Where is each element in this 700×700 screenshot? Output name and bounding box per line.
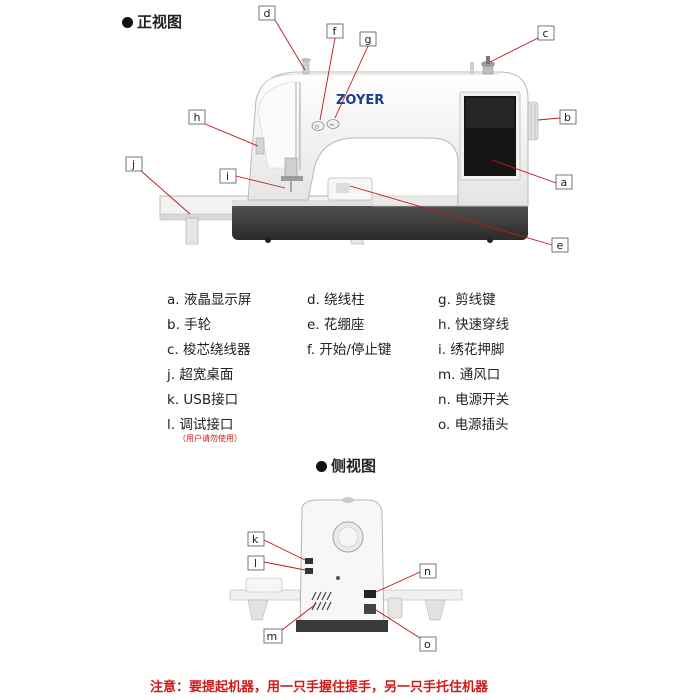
legend-item-a: a. 液晶显示屏 xyxy=(167,292,252,308)
side-machine-body xyxy=(296,497,388,632)
usb-port xyxy=(305,558,313,564)
svg-text:✂: ✂ xyxy=(330,123,334,129)
legend-item-i: i. 绣花押脚 xyxy=(438,342,505,358)
svg-text:d: d xyxy=(264,7,271,20)
callout-d: d xyxy=(258,5,276,21)
svg-text:i: i xyxy=(226,170,229,183)
svg-text:e: e xyxy=(557,239,564,252)
legend-item-c: c. 梭芯绕线器 xyxy=(167,342,251,358)
side-extension-table xyxy=(229,577,463,621)
legend-note: （用户请勿使用） xyxy=(178,434,242,443)
callout-m: m xyxy=(263,628,283,644)
svg-text:o: o xyxy=(424,638,431,651)
callout-c: c xyxy=(537,25,555,41)
start-stop-button: ⏻ xyxy=(311,121,325,131)
callout-h: h xyxy=(188,109,206,125)
svg-text:n: n xyxy=(424,565,431,578)
legend-item-f: f. 开始/停止键 xyxy=(307,342,392,358)
debug-port xyxy=(305,568,313,574)
callout-f: f xyxy=(326,23,344,39)
svg-text:f: f xyxy=(333,25,338,38)
front-view-diagram: ZOYER ⏻ ✂ d f g c h b j i a e xyxy=(125,5,577,253)
legend-item-k: k. USB接口 xyxy=(167,392,239,408)
svg-text:a: a xyxy=(561,176,568,189)
callout-n: n xyxy=(419,563,437,579)
power-switch xyxy=(364,590,376,598)
power-plug xyxy=(364,604,376,614)
legend-item-e: e. 花绷座 xyxy=(307,317,365,333)
thread-cut-button: ✂ xyxy=(326,119,340,129)
svg-text:j: j xyxy=(131,158,135,171)
brand-logo: ZOYER xyxy=(336,93,384,108)
svg-text:m: m xyxy=(267,630,278,643)
legend-item-d: d. 绕线柱 xyxy=(307,292,365,308)
legend-item-o: o. 电源插头 xyxy=(438,417,509,433)
callout-j: j xyxy=(125,156,143,172)
callout-a: a xyxy=(555,174,573,190)
machine-body xyxy=(247,71,529,207)
side-callout-lines xyxy=(263,539,421,639)
callout-g: g xyxy=(359,31,377,47)
callout-i: i xyxy=(219,168,237,184)
legend-item-b: b. 手轮 xyxy=(167,317,212,333)
legend-item-g: g. 剪线键 xyxy=(438,292,496,308)
side-view-diagram: k l n m o xyxy=(229,497,463,652)
legend-item-m: m. 通风口 xyxy=(438,367,501,383)
callout-l: l xyxy=(247,555,265,571)
lcd-screen xyxy=(459,91,521,181)
bottom-note: 注意：要提起机器，用一只手握住提手，另一只手托住机器 xyxy=(150,680,489,695)
bullet-icon xyxy=(122,17,133,28)
svg-text:b: b xyxy=(564,111,571,124)
svg-text:l: l xyxy=(254,557,257,570)
svg-text:c: c xyxy=(543,27,549,40)
quick-threader xyxy=(255,137,265,155)
air-vent xyxy=(311,591,332,611)
callout-o: o xyxy=(419,636,437,652)
embroidery-hoop-holder xyxy=(327,177,523,207)
handwheel xyxy=(527,101,539,141)
side-view-title: 侧视图 xyxy=(316,455,376,476)
callout-k: k xyxy=(247,531,265,547)
legend-item-l: l. 调试接口 xyxy=(167,417,234,433)
svg-text:k: k xyxy=(252,533,259,546)
legend-item-j: j. 超宽桌面 xyxy=(167,367,234,383)
legend-item-n: n. 电源开关 xyxy=(438,392,510,408)
bobbin-winder xyxy=(481,56,495,75)
bullet-icon xyxy=(316,461,327,472)
callout-b: b xyxy=(559,109,577,125)
front-view-title: 正视图 xyxy=(122,11,182,32)
callout-e: e xyxy=(551,237,569,253)
legend-item-h: h. 快速穿线 xyxy=(438,317,510,333)
svg-text:⏻: ⏻ xyxy=(315,125,319,131)
svg-text:g: g xyxy=(365,33,372,46)
svg-text:h: h xyxy=(194,111,201,124)
embroidery-presser-foot xyxy=(281,157,303,192)
callout-lines xyxy=(139,19,561,246)
